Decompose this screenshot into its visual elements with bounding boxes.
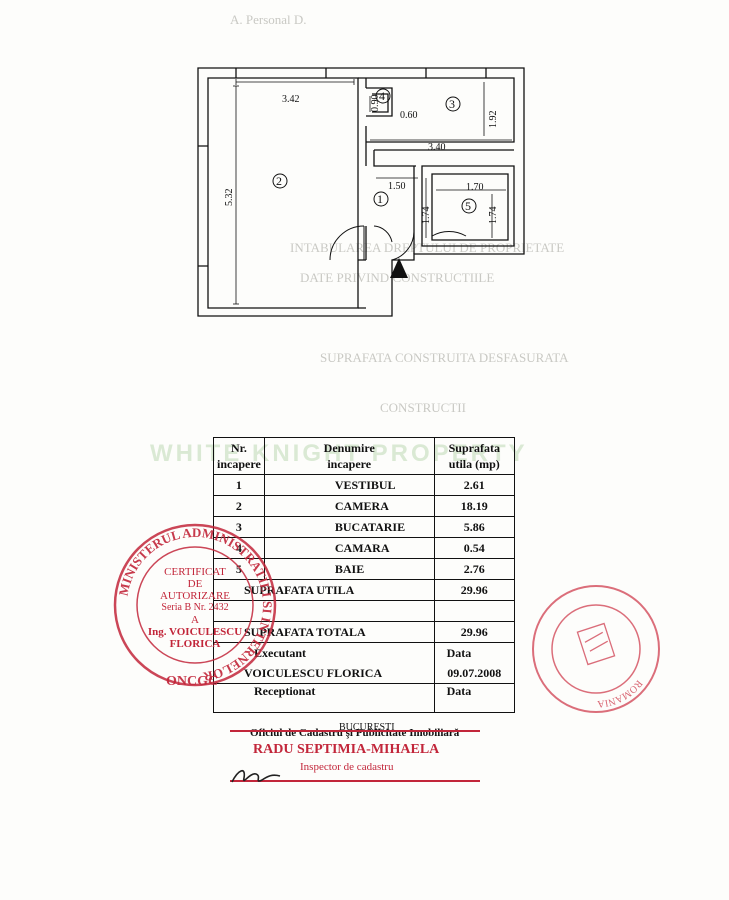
table-row: 1 VESTIBUL 2.61 — [213, 474, 516, 496]
executant-label: Executant — [213, 642, 435, 663]
stamp2-ring-text: ROMANIA — [596, 678, 644, 709]
dim-label: 3.40 — [428, 142, 446, 153]
table-row: 2 CAMERA 18.19 — [213, 495, 516, 517]
util-area-value: 29.96 — [433, 579, 516, 601]
cell-nr: 1 — [213, 474, 265, 496]
room-number: 1 — [377, 192, 383, 206]
entrance-arrow-icon — [390, 258, 408, 278]
cell-name: BAIE — [263, 558, 435, 580]
room-number: 5 — [465, 199, 471, 213]
inspector-role: Inspector de cadastru — [300, 761, 394, 773]
room-number: 2 — [276, 174, 282, 188]
cell-name: BUCATARIE — [263, 516, 435, 538]
background-show-through: CONSTRUCTII — [380, 400, 466, 415]
coat-of-arms-icon — [576, 622, 616, 666]
background-show-through: A. Personal D. — [230, 12, 307, 27]
cell-name: CAMARA — [263, 537, 435, 559]
room-number: 3 — [449, 97, 455, 111]
signature — [231, 770, 281, 783]
receptionat-label: Receptionat — [213, 683, 435, 713]
dim-label: 1.92 — [488, 111, 499, 129]
inspector-stamp-box — [230, 730, 480, 782]
stamp-bottom-text: ONCGC — [166, 674, 218, 689]
cell-area: 2.76 — [433, 558, 516, 580]
cell-name: VESTIBUL — [263, 474, 435, 496]
dim-label: 1.74 — [488, 207, 499, 225]
dim-label: 1.70 — [466, 182, 484, 193]
executant-header-row: Executant Data — [213, 642, 516, 663]
table-row: 5 BAIE 2.76 — [213, 558, 516, 580]
total-area-value: 29.96 — [433, 621, 516, 643]
util-area-row: SUPRAFATA UTILA 29.96 — [213, 579, 516, 601]
background-show-through: SUPRAFATA CONSTRUITA DESFASURATA — [320, 350, 569, 365]
dim-label: 5.32 — [224, 189, 235, 207]
dim-label: 1.74 — [421, 207, 432, 225]
inspector-city: BUCUREŞTI — [339, 722, 395, 733]
header-nr: Nr.incapere — [213, 437, 265, 475]
cell-area: 2.61 — [433, 474, 516, 496]
executant-data-label: Data — [433, 642, 516, 663]
receptionat-data-label: Data — [433, 683, 516, 713]
authorization-stamp: MINISTERUL ADMINISTRATIEI SI INTERNELOR … — [113, 523, 277, 689]
cell-name: CAMERA — [263, 495, 435, 517]
cell-area: 5.86 — [433, 516, 516, 538]
dim-label: 0.90 — [370, 95, 381, 113]
cell-nr: 2 — [213, 495, 265, 517]
inspector-name: RADU SEPTIMIA-MIHAELA — [253, 742, 440, 757]
executant-date: 09.07.2008 — [433, 663, 516, 684]
dim-label: 3.42 — [282, 94, 300, 105]
floor-plan: 3.42 5.32 0.90 0.60 1.92 3.40 1.50 1.70 … — [197, 67, 525, 317]
dim-label: 0.60 — [400, 110, 418, 121]
cell-area: 0.54 — [433, 537, 516, 559]
notary-seal-stamp: ROMANIA — [532, 585, 660, 713]
cell-area: 18.19 — [433, 495, 516, 517]
dim-label: 1.50 — [388, 181, 406, 192]
receptionat-row: Receptionat Data — [213, 683, 516, 713]
stamp-inner-text: CERTIFICAT DE AUTORIZARE Seria B Nr. 243… — [147, 566, 243, 650]
room-number: 4 — [379, 89, 385, 103]
